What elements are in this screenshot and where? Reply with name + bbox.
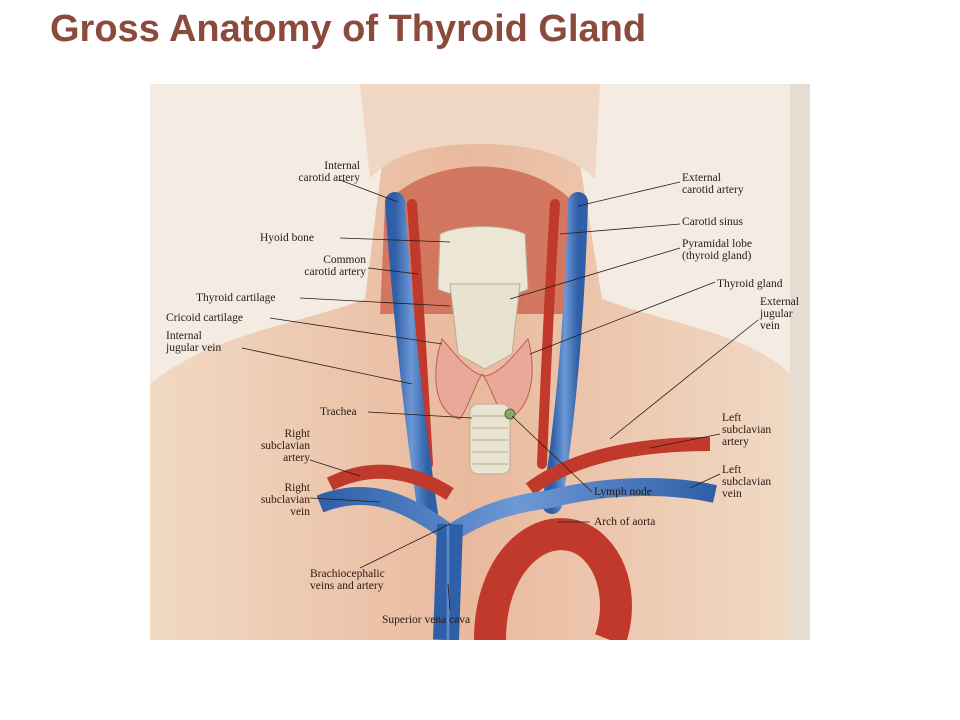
- label-right-subclavian-artery: Right subclavian artery: [260, 428, 310, 464]
- label-cricoid-cartilage: Cricoid cartilage: [166, 312, 243, 324]
- label-trachea: Trachea: [320, 406, 357, 418]
- label-internal-carotid-artery: Internal carotid artery: [298, 160, 360, 184]
- right-internal-jugular-vein: [385, 192, 438, 524]
- label-left-subclavian-vein: Left subclavian vein: [722, 464, 772, 500]
- label-arch-of-aorta: Arch of aorta: [594, 516, 656, 528]
- right-subclavian-artery: [326, 464, 454, 500]
- thyroid-cartilage: [449, 283, 521, 370]
- label-lymph-node: Lymph node: [594, 486, 652, 498]
- superior-vena-cava: [433, 523, 463, 640]
- label-leader-lines: [241, 179, 759, 611]
- trachea: [469, 403, 511, 475]
- label-thyroid-gland: Thyroid gland: [717, 278, 783, 290]
- label-superior-vena-cava: Superior vena cava: [382, 614, 471, 626]
- label-left-subclavian-artery: Left subclavian artery: [722, 412, 772, 448]
- arch-of-aorta: [474, 518, 632, 640]
- label-pyramidal-lobe: Pyramidal lobe (thyroid gland): [682, 238, 752, 262]
- label-external-jugular-vein: External jugular vein: [760, 296, 799, 332]
- slide-title: Gross Anatomy of Thyroid Gland: [50, 8, 647, 50]
- brachiocephalic-veins: [316, 478, 717, 546]
- label-carotid-sinus: Carotid sinus: [682, 216, 744, 228]
- page-edge: [790, 84, 810, 640]
- label-common-carotid-artery: Common carotid artery: [304, 254, 366, 278]
- label-brachiocephalic-veins-and-artery: Brachiocephalic veins and artery: [310, 568, 385, 592]
- left-subclavian-artery: [525, 437, 711, 495]
- thyroid-anatomy-illustration: Internal carotid artery Hyoid bone Commo…: [150, 84, 810, 640]
- left-common-carotid-artery: [537, 199, 560, 469]
- label-external-carotid-artery: External carotid artery: [682, 172, 744, 196]
- label-right-subclavian-vein: Right subclavian vein: [260, 482, 310, 518]
- jaw-region: [360, 84, 600, 179]
- anatomy-drawing: [150, 84, 810, 640]
- trachea-rings: [472, 415, 508, 465]
- label-hyoid-bone: Hyoid bone: [260, 232, 314, 244]
- label-thyroid-cartilage: Thyroid cartilage: [196, 292, 276, 304]
- label-internal-jugular-vein: Internal jugular vein: [166, 330, 222, 354]
